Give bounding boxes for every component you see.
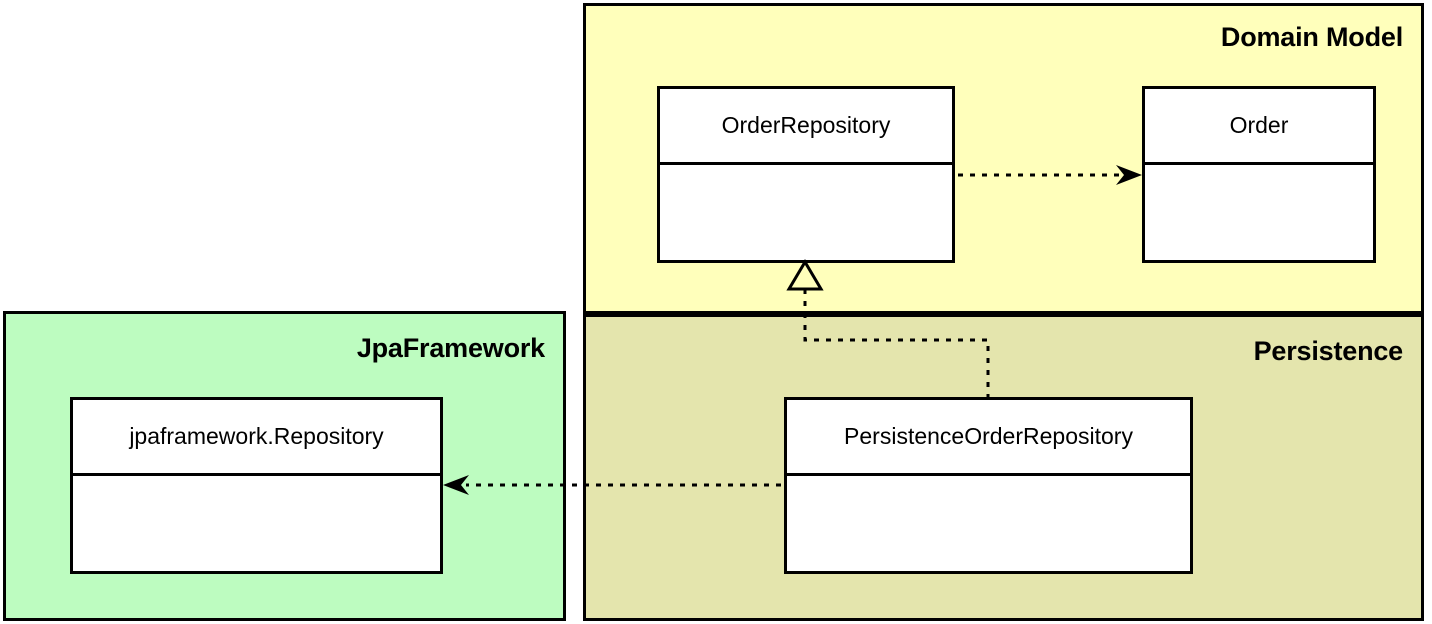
package-jpaframework-label: JpaFramework [356,333,545,363]
package-persistence-label: Persistence [1253,336,1404,366]
class-name-order: Order [1145,89,1373,165]
class-name-persistence-order-repository: PersistenceOrderRepository [787,400,1190,476]
class-box-order[interactable]: Order [1142,86,1376,263]
class-box-persistence-order-repository[interactable]: PersistenceOrderRepository [784,397,1193,574]
class-attributes-jpaframework-repository [73,476,440,571]
class-box-jpaframework-repository[interactable]: jpaframework.Repository [70,397,443,574]
package-domain-model-label: Domain Model [1220,22,1403,52]
class-attributes-order [1145,165,1373,260]
class-name-order-repository: OrderRepository [660,89,952,165]
class-name-jpaframework-repository: jpaframework.Repository [73,400,440,476]
class-box-order-repository[interactable]: OrderRepository [657,86,955,263]
class-attributes-order-repository [660,165,952,260]
class-attributes-persistence-order-repository [787,476,1190,571]
